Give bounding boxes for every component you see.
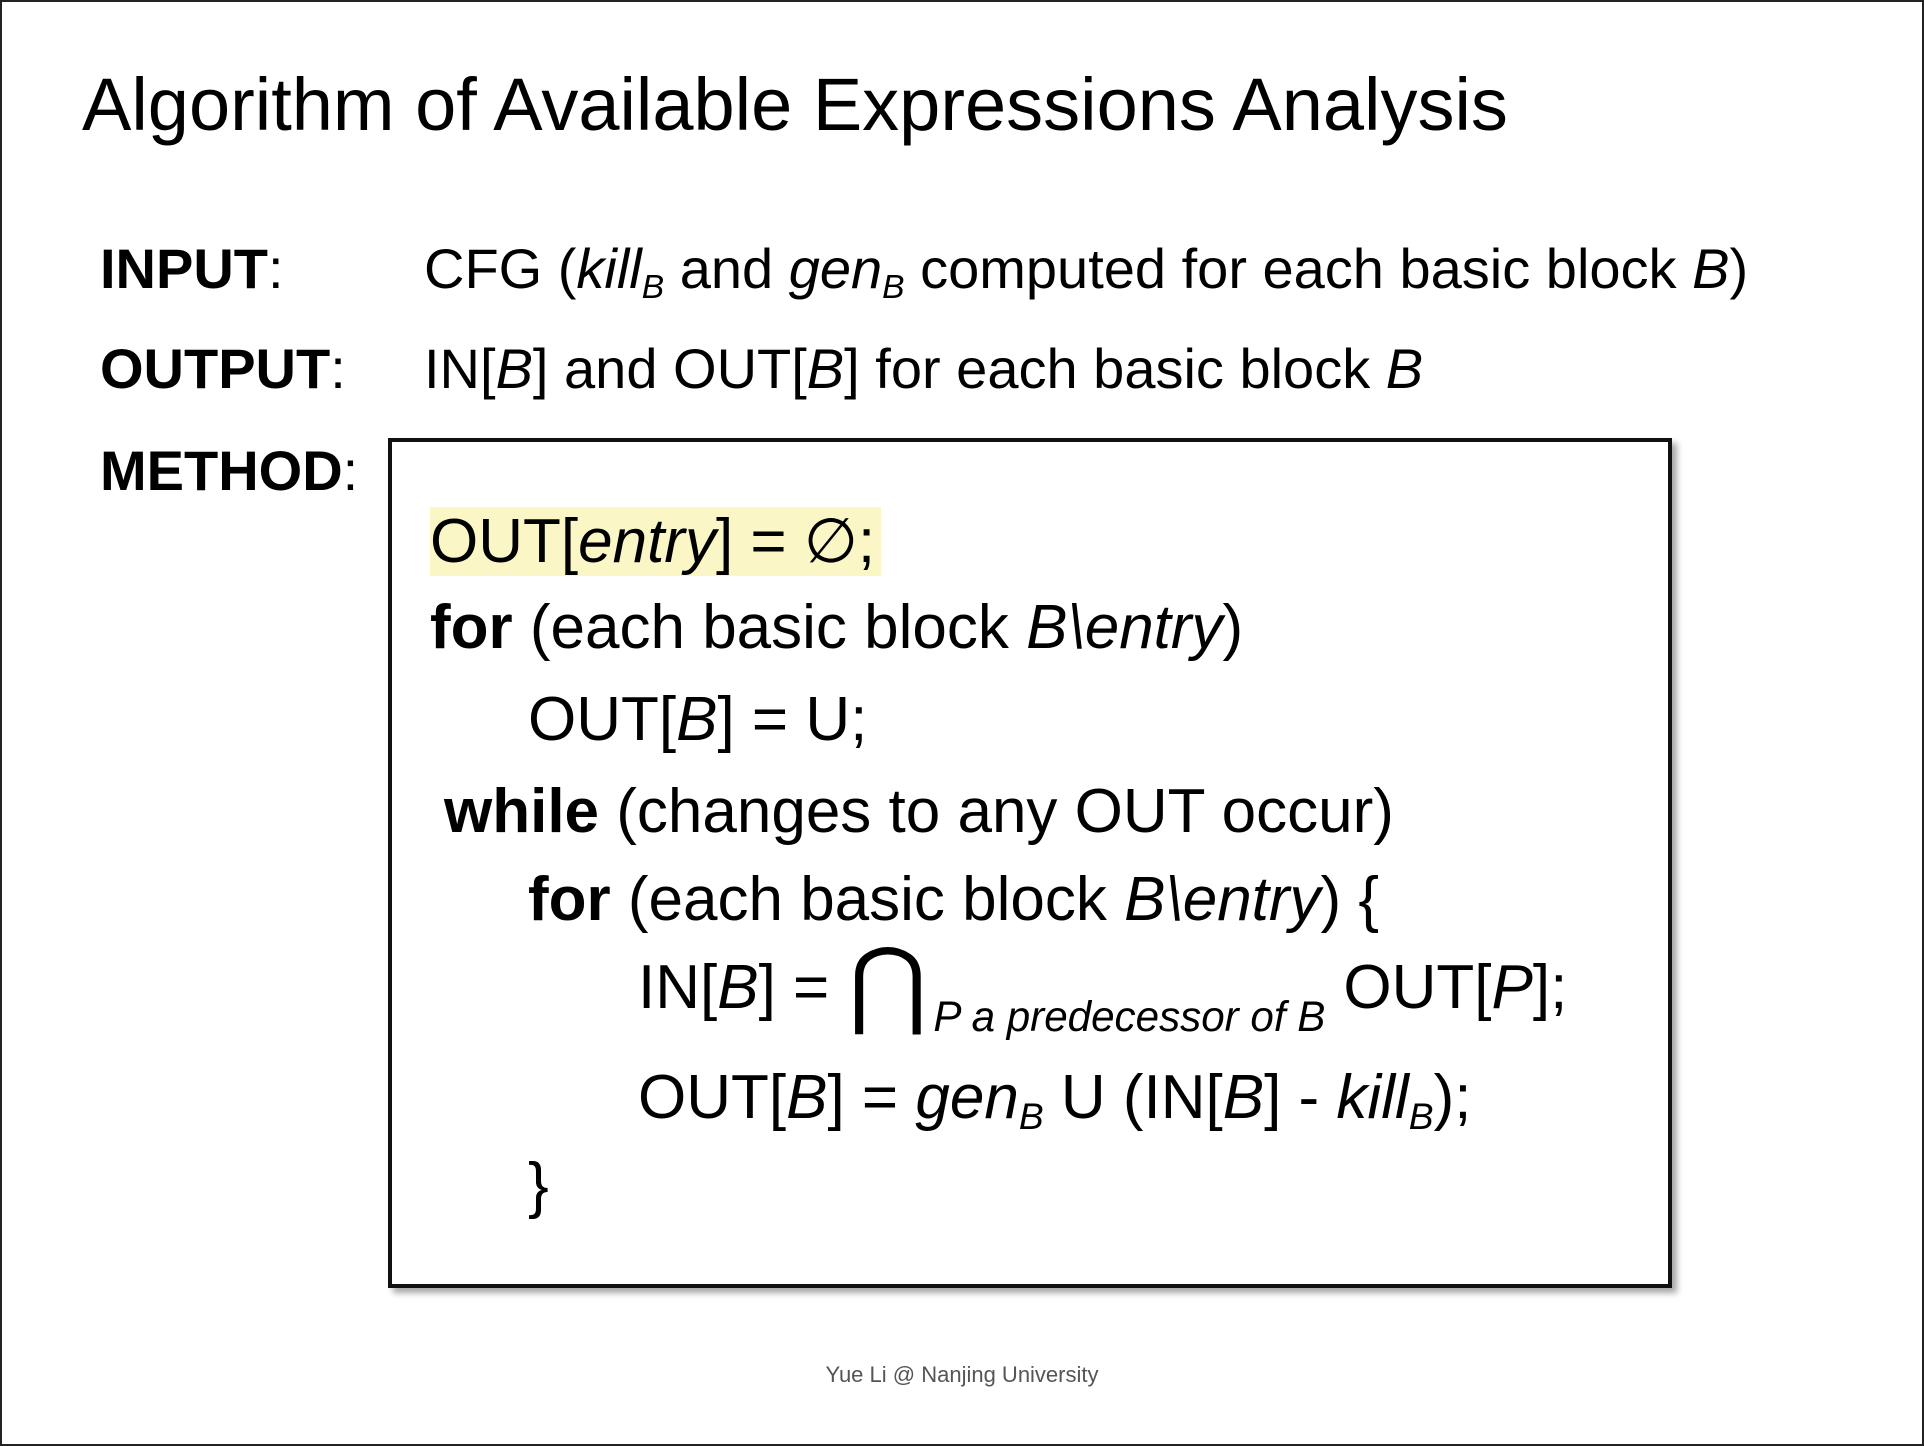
intersection-symbol: ⋂ (848, 929, 928, 1037)
code-line-close-brace: } (528, 1148, 549, 1224)
code-text: OUT[ (1343, 953, 1492, 1022)
block-var: B (786, 1063, 828, 1132)
kill-subscript: B (1408, 1095, 1434, 1138)
code-text: ] = (758, 953, 847, 1022)
output-label-text: OUTPUT (100, 337, 331, 400)
pred-var: P (1491, 953, 1533, 1022)
output-value: IN[B] and OUT[B] for each basic block B (424, 334, 1423, 404)
code-text: (each basic block (610, 865, 1125, 934)
code-text: ] = (827, 1063, 916, 1132)
block-var: B (806, 337, 845, 400)
code-line-init-entry: OUT[entry] = ∅; (430, 504, 882, 580)
code-text: } (528, 1151, 549, 1220)
code-text: IN[ (638, 953, 718, 1022)
method-algorithm-box: OUT[entry] = ∅; for (each basic block B\… (388, 438, 1672, 1288)
code-text: ] - (1264, 1063, 1337, 1132)
input-text-3: computed for each basic block (904, 237, 1693, 300)
code-text: ) { (1320, 865, 1380, 934)
code-line-for-loop: for (each basic block B\entry) { (528, 862, 1379, 938)
highlight: OUT[entry] = ∅; (430, 507, 882, 576)
gen-subscript: B (1018, 1095, 1044, 1138)
block-var: B (717, 953, 759, 1022)
method-label-text: METHOD (100, 439, 343, 502)
code-text: OUT[ (638, 1063, 787, 1132)
input-text-2: and (664, 237, 789, 300)
gen-term: gen (788, 237, 883, 300)
block-var: B (1026, 593, 1068, 662)
output-text-1: IN[ (424, 337, 496, 400)
block-var: B (1124, 865, 1166, 934)
kill-term: kill (1336, 1063, 1409, 1132)
keyword-for: for (430, 593, 513, 662)
output-text-3: ] for each basic block (844, 337, 1386, 400)
code-text: ] = ∅; (715, 507, 876, 576)
kill-term: kill (576, 237, 642, 300)
input-label-text: INPUT (100, 237, 268, 300)
code-line-transfer: OUT[B] = genB U (IN[B] - killB); (638, 1060, 1471, 1136)
code-line-for-init: for (each basic block B\entry) (430, 590, 1243, 666)
code-text: U (IN[ (1043, 1063, 1223, 1132)
input-text-1: CFG ( (424, 237, 577, 300)
keyword-for: for (528, 865, 611, 934)
code-text: OUT[ (430, 507, 579, 576)
output-text-2: ] and OUT[ (532, 337, 807, 400)
input-text-4: ) (1729, 237, 1749, 300)
method-colon: : (342, 439, 359, 502)
code-text: ]; (1532, 953, 1568, 1022)
code-line-while: while (changes to any OUT occur) (444, 774, 1394, 850)
keyword-while: while (444, 777, 600, 846)
entry-var: entry (578, 507, 716, 576)
block-var: B (1222, 1063, 1265, 1132)
predecessor-subscript: P a predecessor of B (933, 993, 1326, 1041)
gen-term: gen (915, 1063, 1019, 1132)
input-colon: : (268, 237, 284, 300)
entry-var: \entry (1165, 865, 1321, 934)
method-label: METHOD: (100, 436, 358, 506)
output-label: OUTPUT: (100, 334, 346, 404)
block-var: B (676, 685, 718, 754)
gen-subscript: B (882, 269, 905, 307)
code-text: ); (1433, 1063, 1472, 1132)
code-line-init-out: OUT[B] = U; (528, 682, 867, 758)
input-label: INPUT: (100, 234, 284, 304)
entry-var: \entry (1067, 593, 1223, 662)
code-text: (changes to any OUT occur) (599, 777, 1394, 846)
code-text: OUT[ (528, 685, 677, 754)
block-var: B (495, 337, 533, 400)
input-value: CFG (killB and genB computed for each ba… (424, 234, 1748, 304)
block-var: B (1692, 237, 1730, 300)
kill-subscript: B (641, 269, 665, 307)
code-text: ] = U; (717, 685, 868, 754)
slide-title: Algorithm of Available Expressions Analy… (82, 63, 1508, 146)
code-text: ) (1222, 593, 1244, 662)
output-colon: : (330, 337, 346, 400)
code-text: (each basic block (512, 593, 1027, 662)
slide-footer: Yue Li @ Nanjing University (825, 1362, 1099, 1387)
block-var: B (1385, 337, 1424, 400)
